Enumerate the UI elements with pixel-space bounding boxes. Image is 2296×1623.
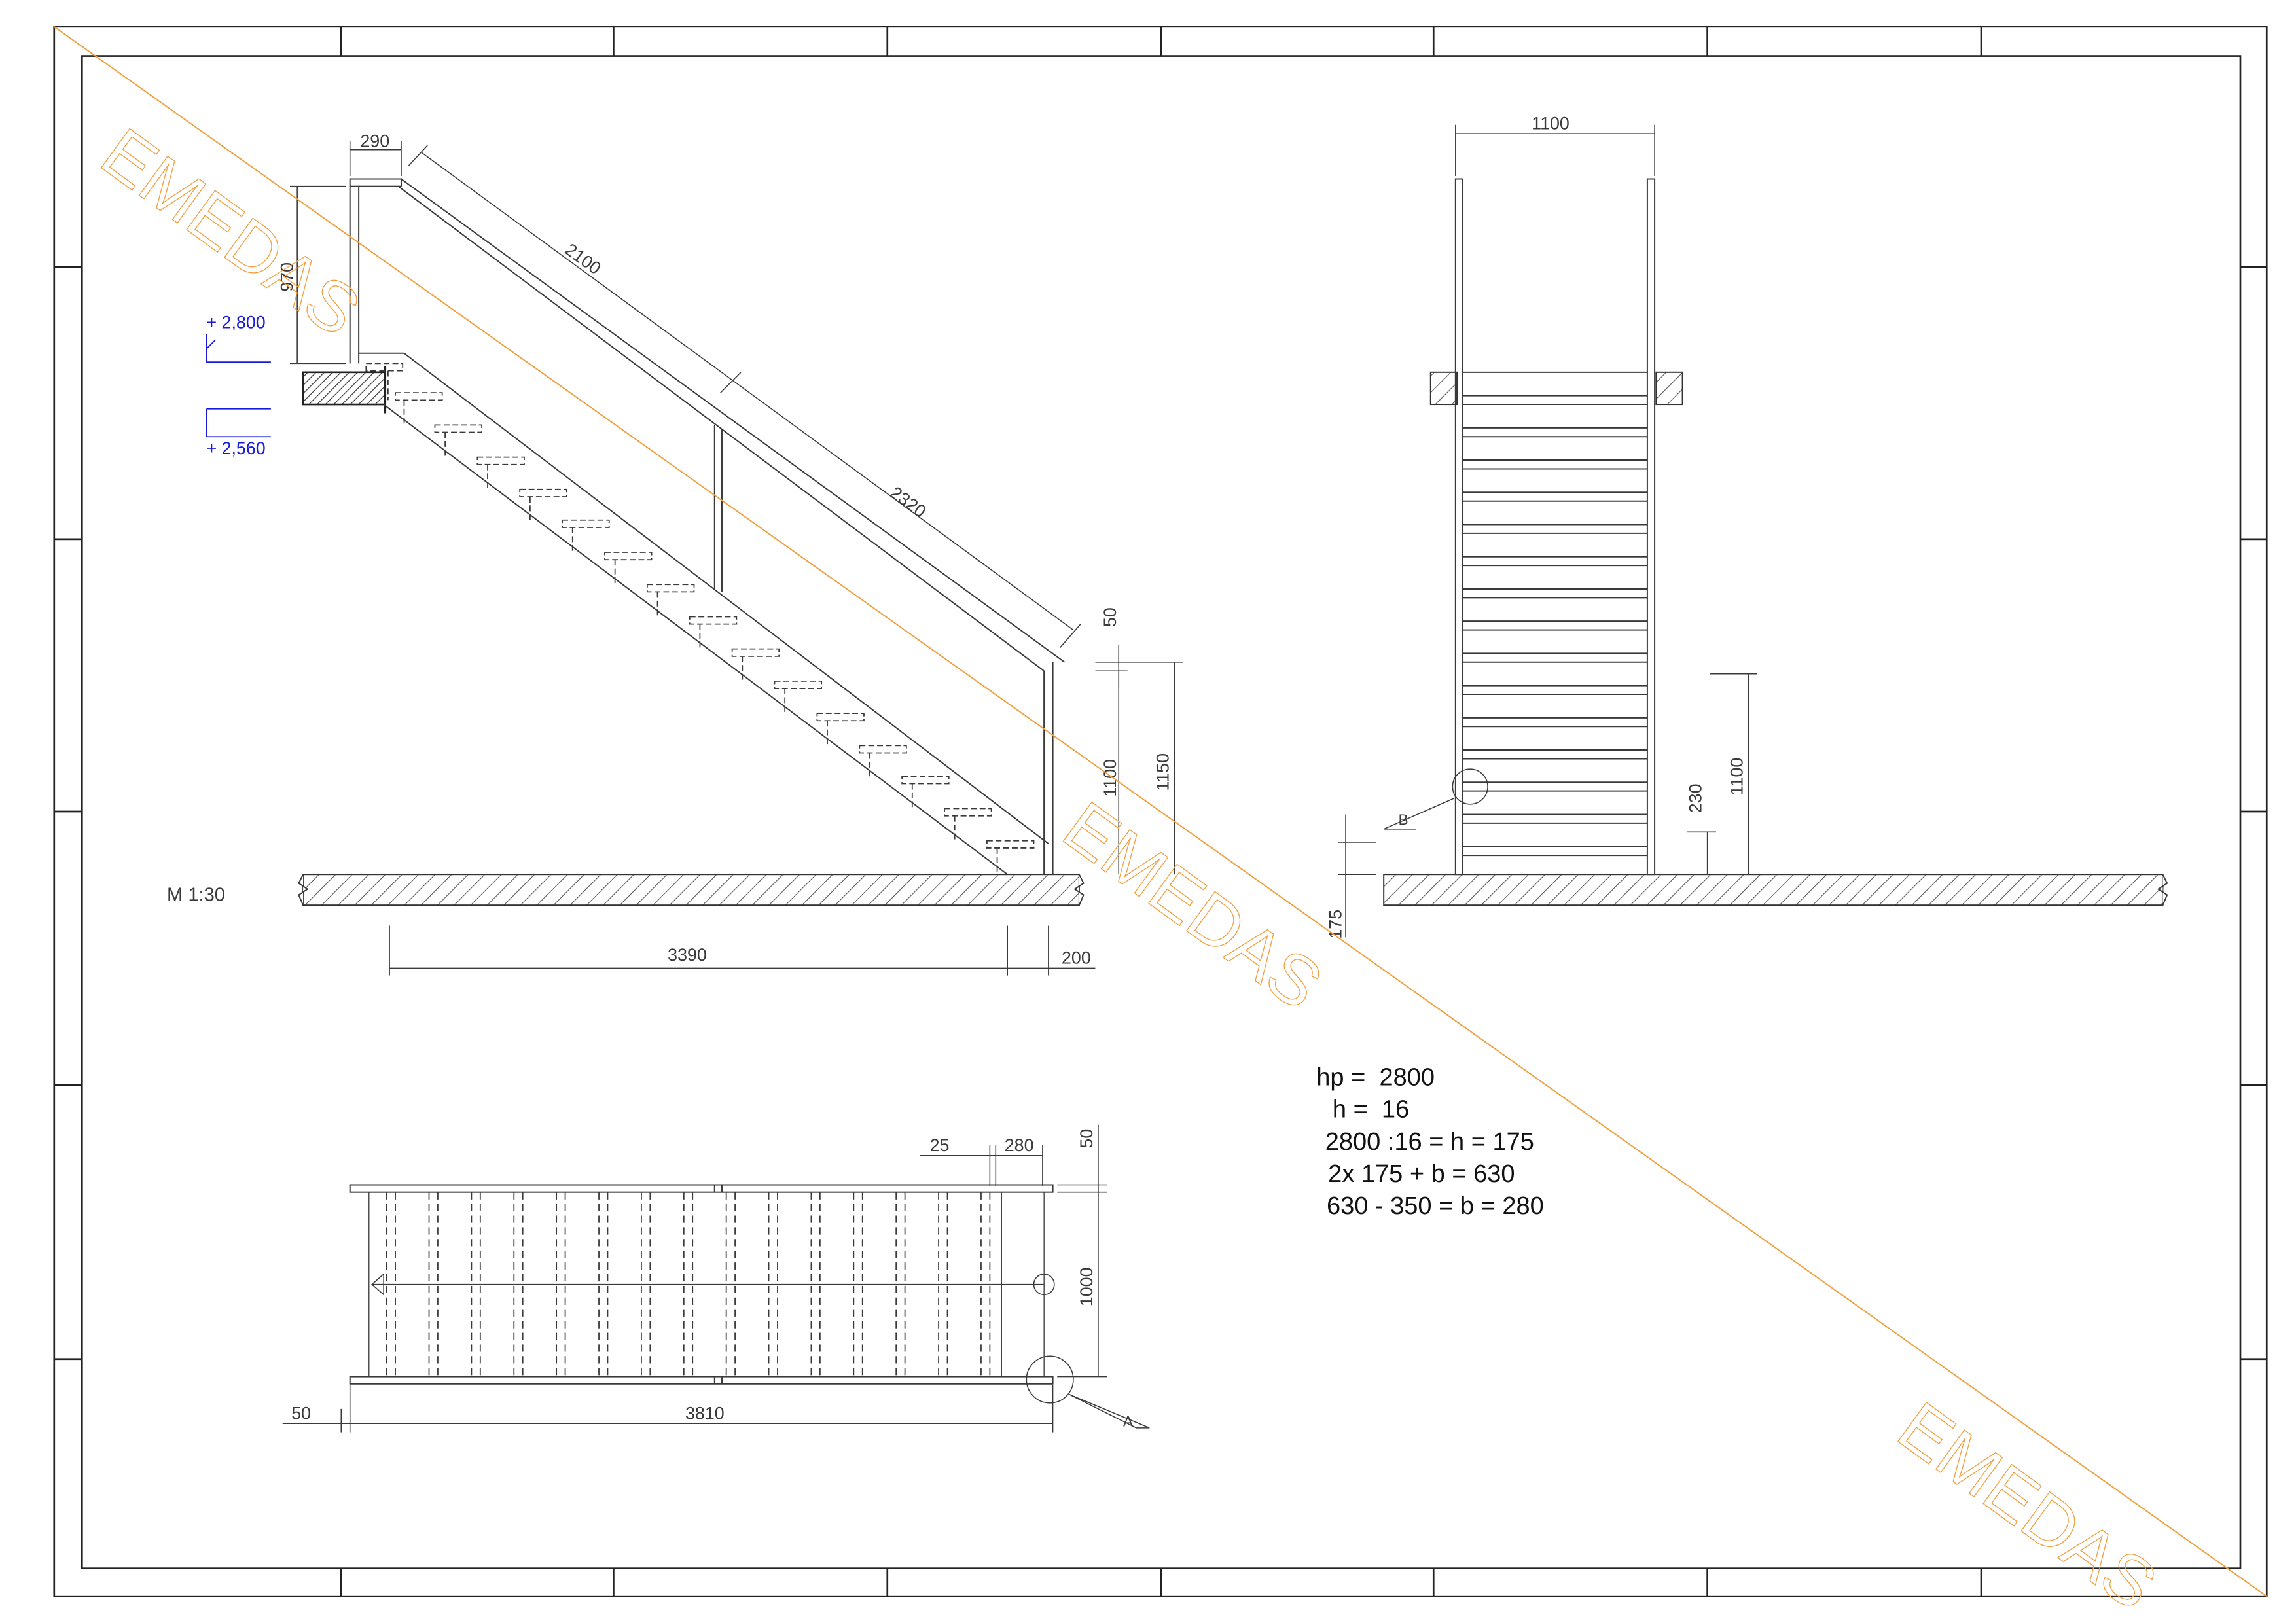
level-top-label: + 2,800 [206, 313, 265, 332]
dim-label-970: 970 [277, 262, 296, 292]
dim-label-plan-50: 50 [1077, 1129, 1096, 1149]
dim-plan-top [919, 1145, 1043, 1186]
level-markers [206, 334, 271, 438]
dim-plan-right [1057, 1124, 1107, 1378]
calc-line-4: 2x 175 + b = 630 [1328, 1160, 1515, 1188]
dim-right-heights [1095, 644, 1183, 875]
dim-label-front-1100: 1100 [1532, 113, 1570, 133]
dim-label-1000: 1000 [1077, 1268, 1096, 1307]
front-posts [1454, 178, 1656, 876]
detail-a-marker [1026, 1355, 1150, 1429]
dashed-treads [365, 363, 1035, 873]
dim-rail-length [408, 145, 1081, 648]
front-landing-slab [1429, 371, 1683, 406]
dim-label-1100: 1100 [1100, 759, 1120, 797]
dim-label-2100: 2100 [562, 240, 605, 278]
plan-view [282, 1124, 1150, 1433]
front-view [1338, 124, 2168, 938]
watermark-diagonal-line [54, 26, 2267, 1597]
dim-label-1150: 1150 [1153, 753, 1172, 791]
side-floor-slab [298, 874, 1085, 906]
scale-label: M 1:30 [167, 884, 225, 905]
front-treads [1463, 371, 1647, 857]
plan-solid-rungs [368, 1192, 1045, 1377]
level-labels: + 2,800 + 2,560 [206, 313, 265, 458]
front-floor-slab [1383, 874, 2168, 906]
plan-stringers [349, 1184, 1054, 1385]
detail-label-b: B [1399, 812, 1408, 828]
plan-treads [386, 1192, 991, 1377]
calc-line-1: hp = 2800 [1316, 1063, 1435, 1091]
dimension-labels: 290 970 2100 2320 50 1100 1150 3390 200 … [167, 113, 1746, 1429]
dim-label-front-1100-right: 1100 [1727, 758, 1746, 796]
dim-label-230: 230 [1686, 783, 1706, 813]
dim-front-1100-top [1455, 124, 1655, 177]
dim-label-3810: 3810 [685, 1403, 725, 1423]
dim-label-25: 25 [930, 1135, 950, 1155]
side-view [289, 141, 1183, 976]
detail-label-a: A [1123, 1414, 1133, 1430]
dim-front-175 [1338, 814, 1377, 938]
plan-walkline [371, 1273, 1055, 1296]
dim-label-175: 175 [1325, 910, 1345, 939]
stair-stringer [359, 352, 1049, 876]
dim-label-50: 50 [1100, 607, 1120, 627]
detail-b-marker [1383, 768, 1488, 830]
calc-line-5: 630 - 350 = b = 280 [1327, 1192, 1544, 1220]
dim-plan-bottom [282, 1385, 1054, 1433]
dim-front-right [1687, 673, 1757, 875]
drawing-frame [53, 26, 2268, 1597]
handrail [349, 178, 1066, 875]
dim-label-200: 200 [1062, 948, 1091, 968]
dim-label-plan-50-left: 50 [291, 1403, 311, 1423]
dim-970 [289, 185, 346, 365]
stair-calculation: hp = 2800 h = 16 2800 :16 = h = 175 2x 1… [1316, 1063, 1544, 1220]
upper-landing-slab [302, 366, 387, 414]
dim-label-2320: 2320 [886, 482, 929, 521]
dim-label-290: 290 [360, 131, 389, 151]
dim-label-3390: 3390 [668, 945, 707, 965]
calc-line-2: h = 16 [1333, 1096, 1409, 1124]
calc-line-3: 2800 :16 = h = 175 [1325, 1128, 1534, 1156]
dim-bottom-run [389, 925, 1096, 976]
dim-290 [349, 141, 402, 177]
watermark-text-3: EMEDAS [1884, 1387, 2170, 1623]
dim-label-280: 280 [1005, 1135, 1034, 1155]
level-bottom-label: + 2,560 [206, 438, 265, 458]
